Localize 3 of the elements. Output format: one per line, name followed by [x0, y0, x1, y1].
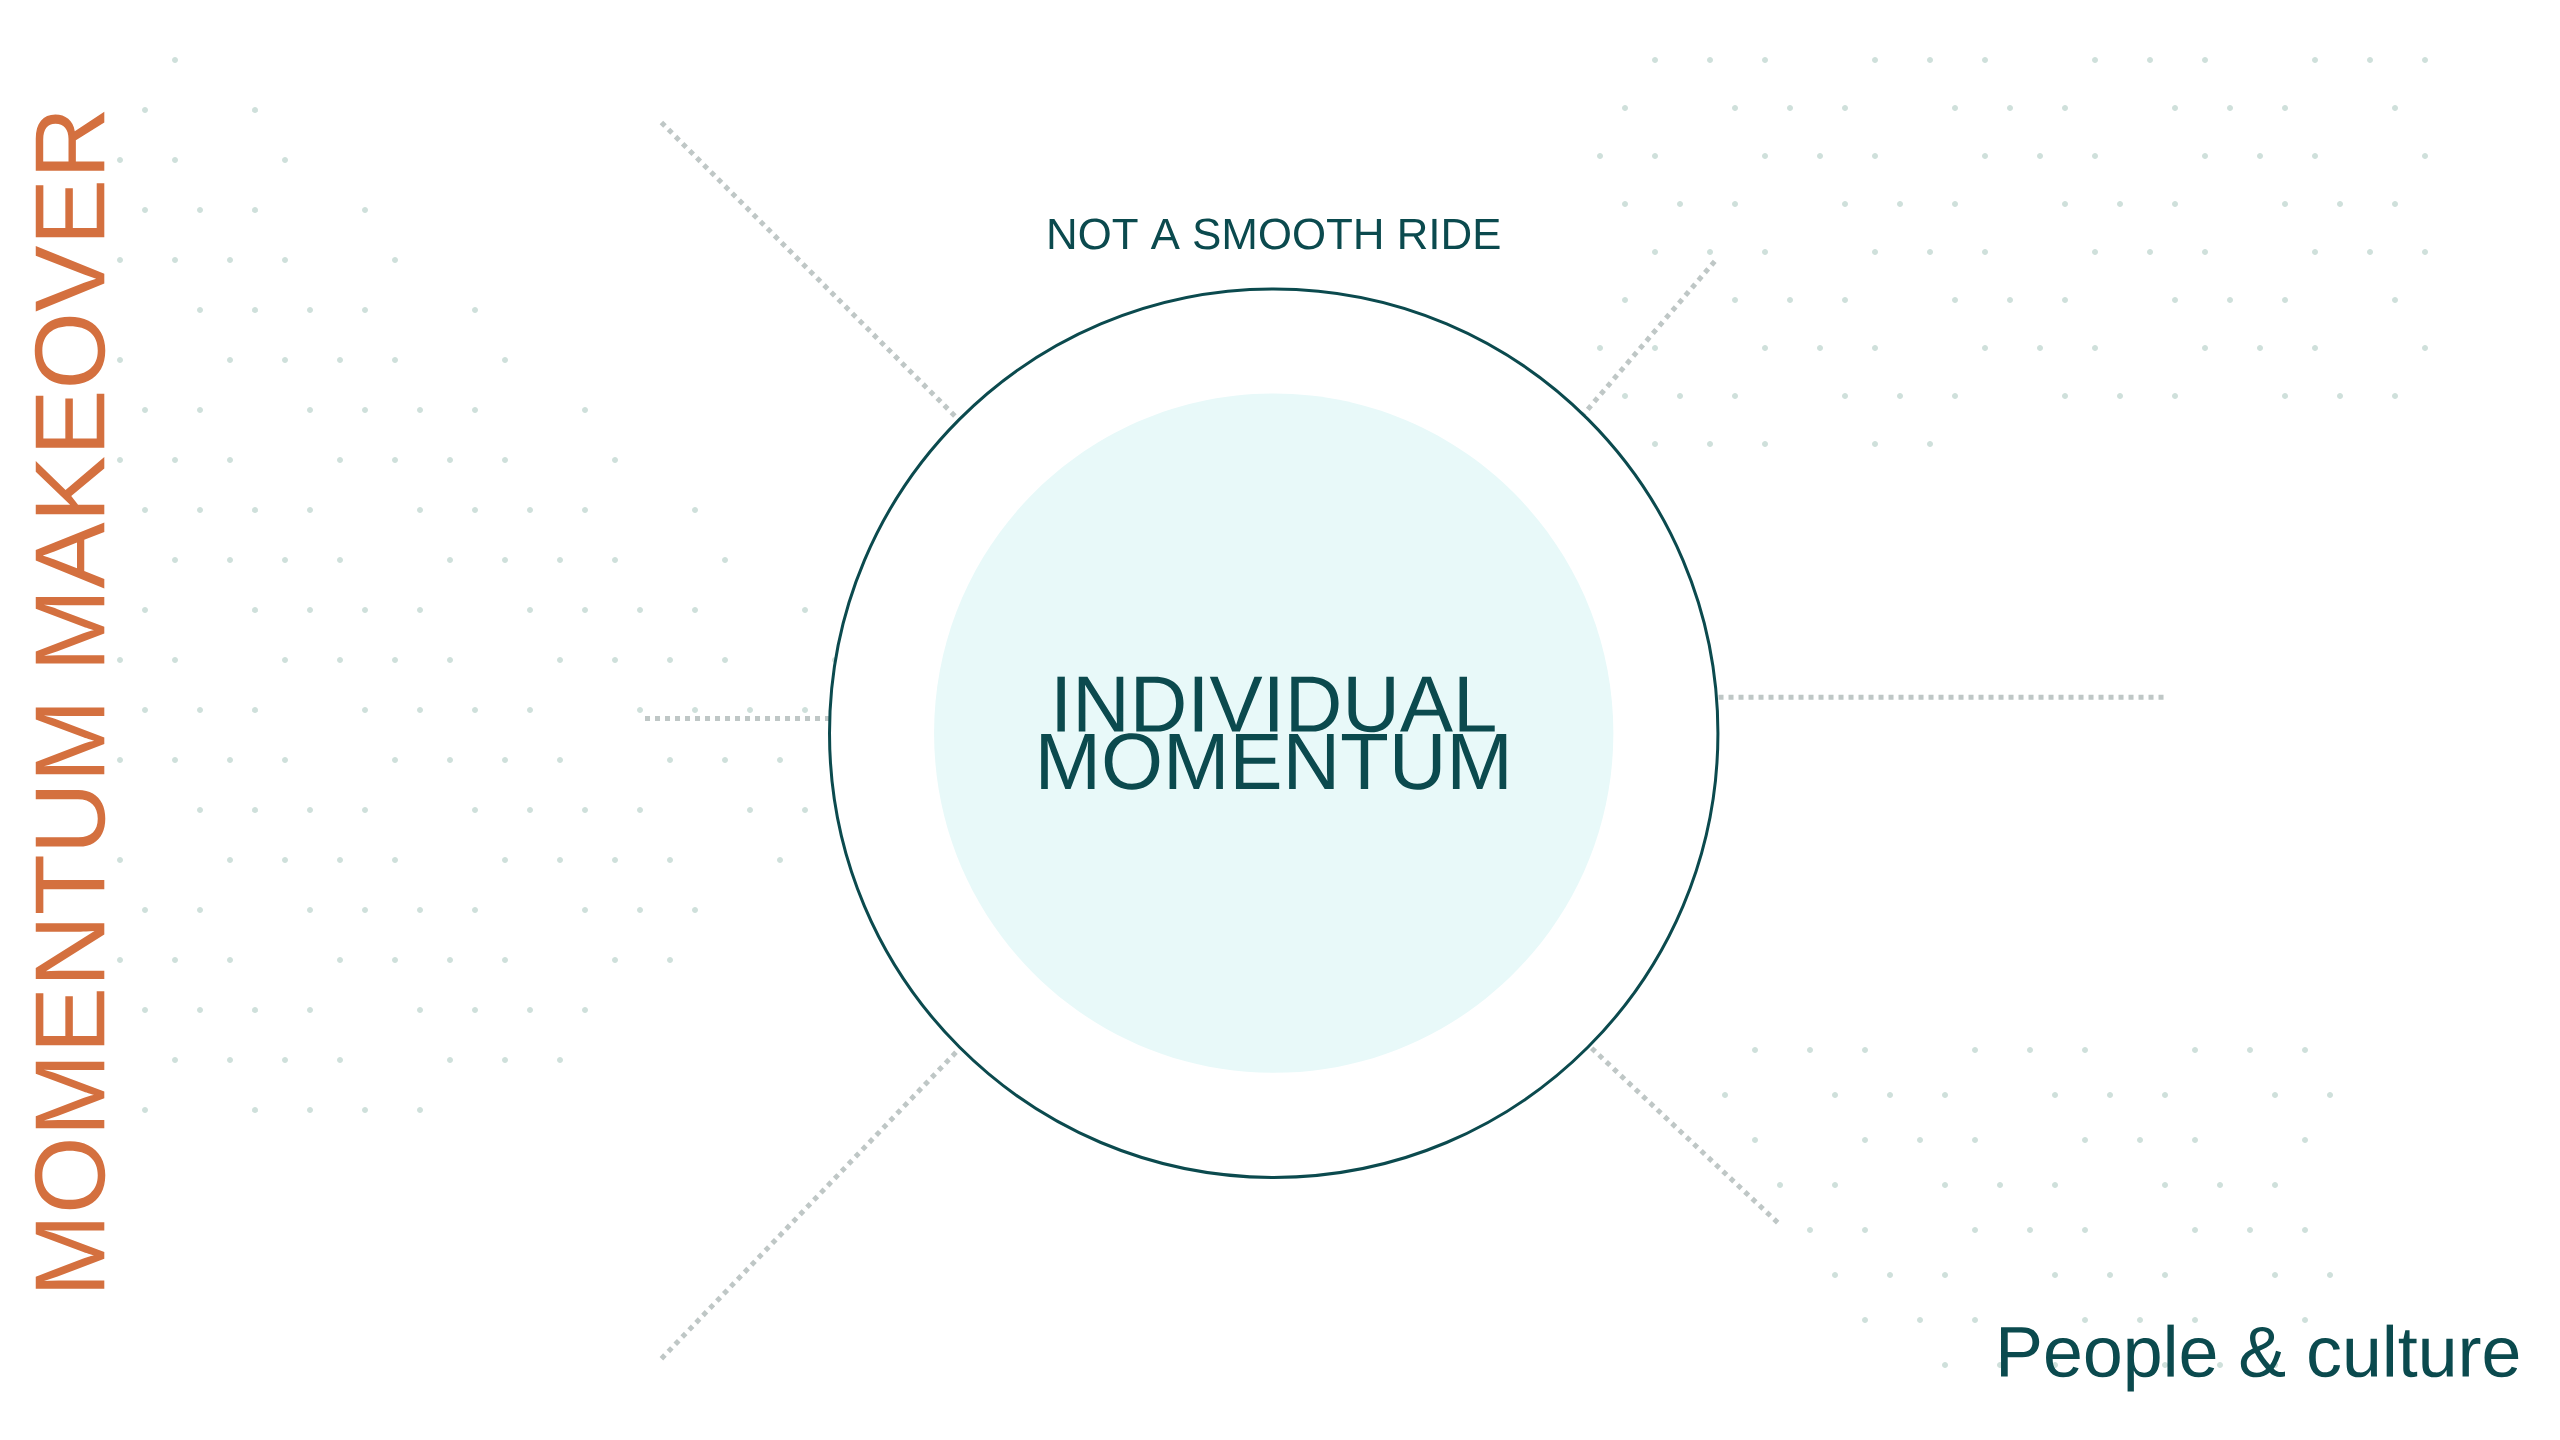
vertical-title: MOMENTUM MAKEOVER [34, 111, 106, 1289]
footer-label: People & culture [2001, 1324, 2519, 1392]
heading-text: NOT A SMOOTH RIDE [1049, 218, 1500, 250]
